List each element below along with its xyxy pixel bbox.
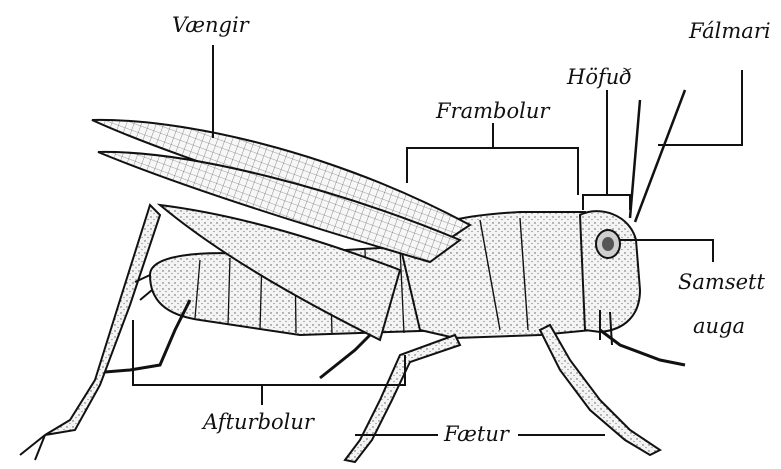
antennae-label: Fálmari	[689, 21, 771, 42]
thorax-bracket	[407, 123, 578, 195]
head-bracket	[583, 90, 630, 210]
antennae-shape	[630, 90, 685, 222]
abdomen-label: Afturbolur	[203, 412, 314, 433]
thorax-label: Frambolur	[436, 101, 549, 122]
compound-eye-label-line2: auga	[693, 316, 745, 337]
head-label: Höfuð	[567, 67, 632, 88]
legs-label: Fætur	[444, 424, 509, 445]
compound-eye-label-line1: Samsett	[678, 272, 765, 293]
head-shape	[580, 211, 640, 345]
antennae-leader	[658, 70, 742, 145]
wings-label: Vængir	[172, 15, 249, 36]
hind-leg-left	[20, 205, 160, 460]
